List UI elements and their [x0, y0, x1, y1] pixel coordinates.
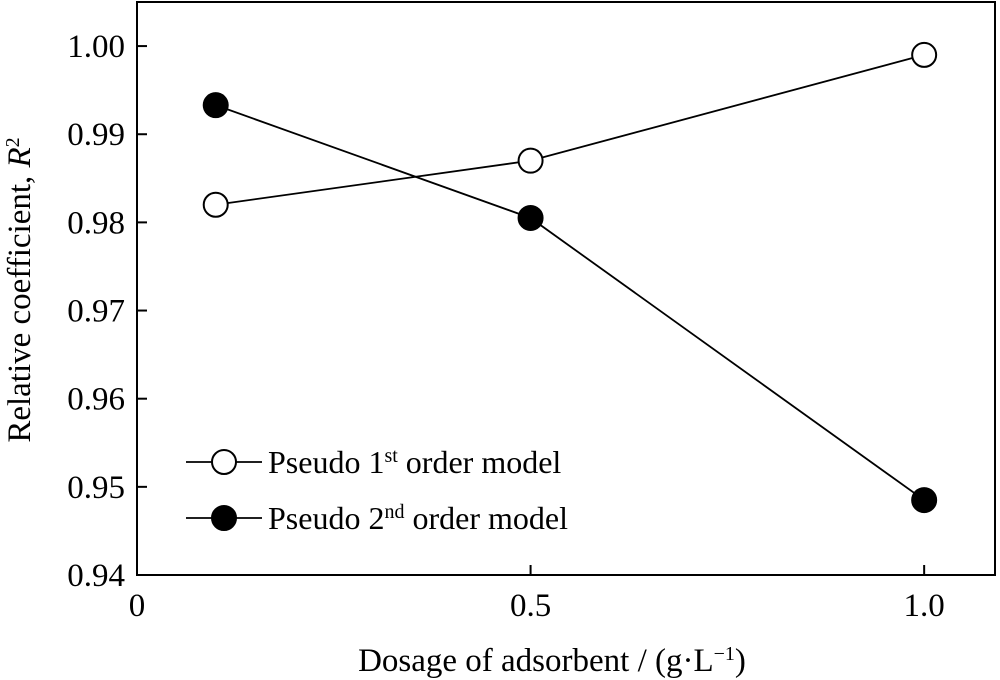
data-point [911, 487, 938, 514]
x-axis-ticks: 0 0.5 1.0 [129, 565, 945, 624]
y-axis-title: Relative coefficient, R2 [2, 137, 38, 442]
series-2 [202, 92, 938, 514]
legend-item-2: Pseudo 2nd order model [186, 500, 568, 536]
legend-item-1: Pseudo 1st order model [186, 444, 561, 480]
y-axis-ticks: 0.94 0.95 0.96 0.97 0.98 0.99 1.00 [67, 29, 147, 594]
x-axis-title: Dosage of adsorbent / (g·L−1) [358, 643, 746, 679]
plot-frame [136, 1, 996, 576]
y-tick-label: 0.99 [67, 117, 125, 153]
data-point [911, 41, 938, 68]
data-point [517, 204, 544, 231]
x-tick-label: 0.5 [510, 588, 551, 624]
y-tick-label: 0.96 [67, 382, 125, 418]
data-point [202, 191, 229, 218]
legend-marker [211, 449, 237, 475]
legend-marker [211, 505, 237, 531]
legend-label: Pseudo 2nd order model [268, 500, 568, 536]
y-tick-label: 0.97 [67, 294, 125, 330]
legend-label: Pseudo 1st order model [268, 444, 561, 480]
y-tick-label: 0.94 [67, 558, 125, 594]
y-tick-label: 0.98 [67, 205, 125, 241]
y-tick-label: 0.95 [67, 470, 125, 506]
series-line [215, 54, 925, 206]
series-layer [202, 41, 938, 514]
x-tick-label: 0 [129, 588, 146, 624]
data-point [517, 147, 544, 174]
data-point [202, 92, 229, 119]
series-1 [202, 41, 938, 218]
plot-area [136, 1, 996, 576]
x-tick-label: 1.0 [904, 588, 945, 624]
series-line [215, 104, 925, 501]
y-tick-label: 1.00 [67, 29, 125, 65]
